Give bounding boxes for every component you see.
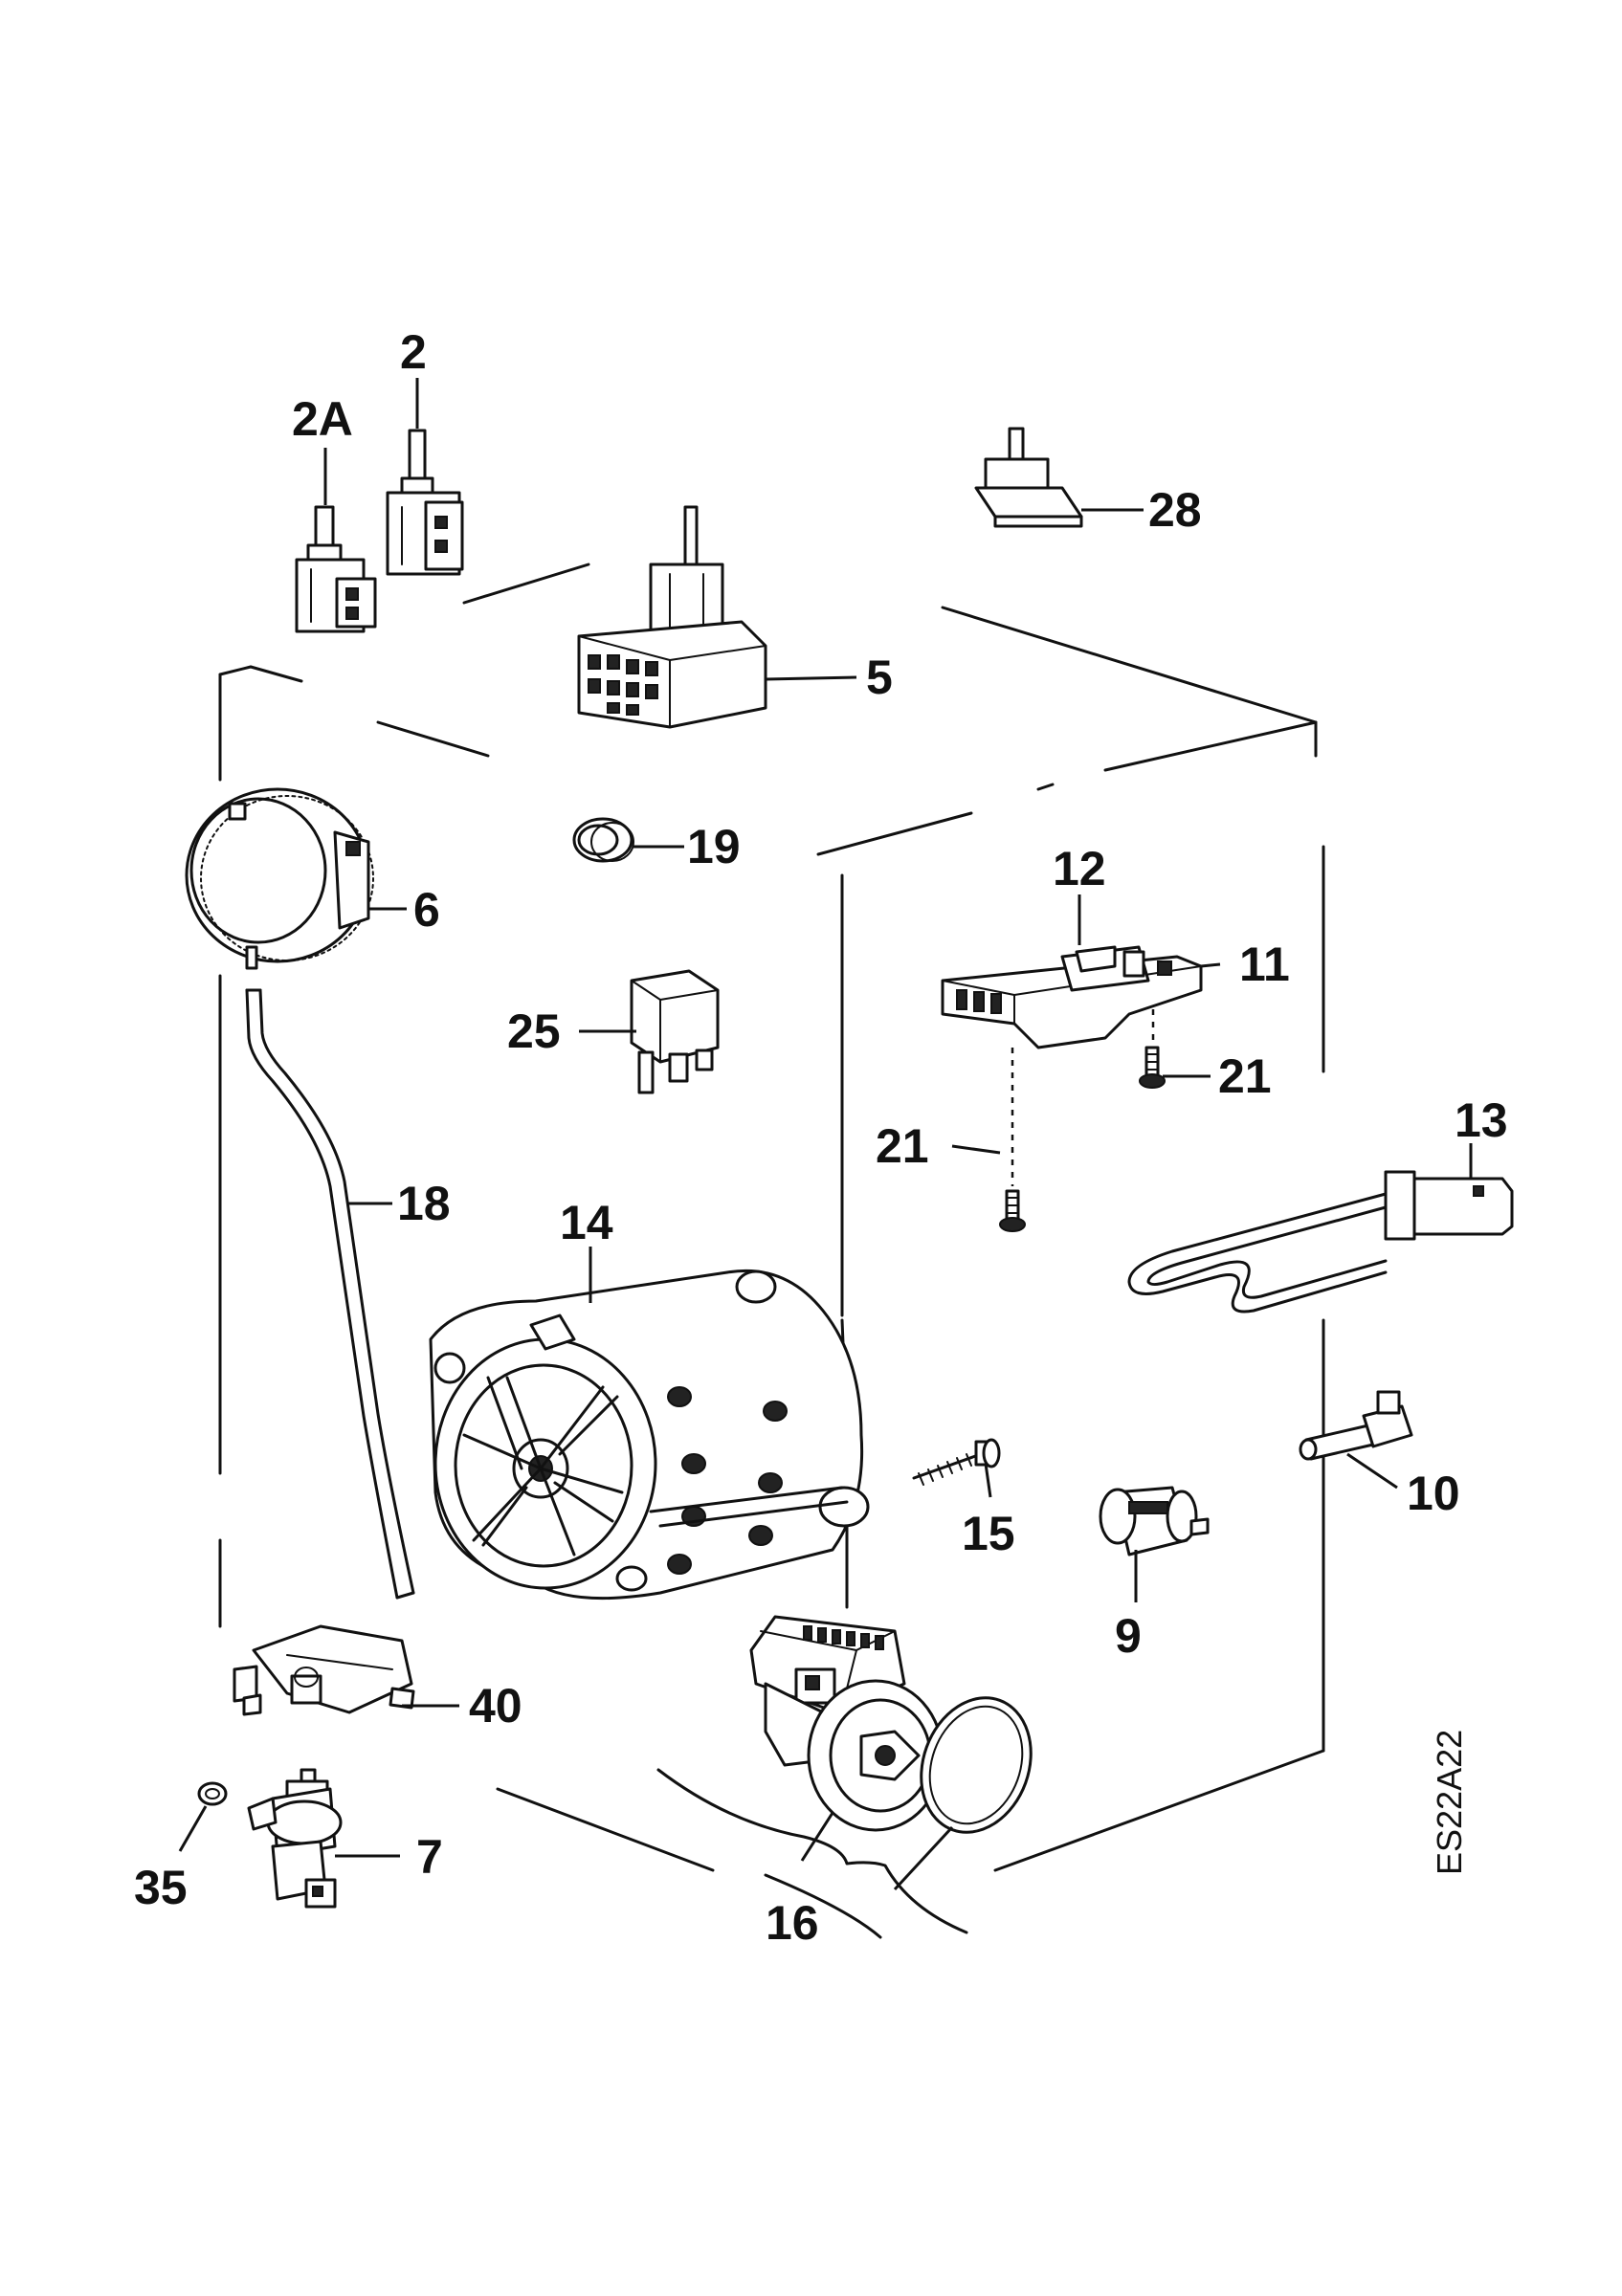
pump-seal-16-part bbox=[920, 1696, 1033, 1834]
callout-9: 9 bbox=[1115, 1609, 1142, 1663]
diagram-code: ES22A22 bbox=[1430, 1730, 1469, 1875]
leader-21-lower bbox=[951, 1144, 1001, 1155]
bracket-40-part bbox=[233, 1624, 415, 1716]
callout-25: 25 bbox=[507, 1004, 561, 1058]
callout-7: 7 bbox=[416, 1830, 443, 1884]
callout-35: 35 bbox=[134, 1861, 188, 1914]
selector-terminals bbox=[588, 654, 658, 716]
callout-21-upper: 21 bbox=[1218, 1049, 1272, 1103]
callout-28: 28 bbox=[1148, 483, 1202, 537]
leader-16-seal bbox=[893, 1825, 954, 1891]
fan-blades bbox=[462, 1376, 624, 1556]
door-lock-11-part bbox=[941, 945, 1203, 1049]
relay-25-part bbox=[630, 969, 720, 1094]
drain-pump-16-part bbox=[749, 1615, 944, 1832]
grommet-19-part bbox=[572, 817, 634, 863]
motor-14-part bbox=[429, 1269, 870, 1601]
leader-15 bbox=[984, 1463, 992, 1498]
valve-7-part bbox=[247, 1768, 343, 1909]
sensor-10-part bbox=[1299, 1390, 1413, 1461]
leader-5 bbox=[765, 675, 857, 681]
callout-5: 5 bbox=[866, 651, 893, 704]
callout-11: 11 bbox=[1239, 938, 1290, 991]
timer-28-part bbox=[974, 427, 1083, 528]
callout-40: 40 bbox=[469, 1679, 522, 1733]
callout-18: 18 bbox=[397, 1177, 451, 1230]
screw-21-upper-part bbox=[1139, 1009, 1166, 1089]
callout-12: 12 bbox=[1053, 842, 1106, 895]
heating-element-13-part bbox=[1127, 1170, 1514, 1314]
ring-35-part bbox=[197, 1781, 228, 1806]
screw-21-lower-part bbox=[999, 1048, 1026, 1232]
callout-2a: 2A bbox=[292, 392, 353, 446]
callout-19: 19 bbox=[687, 820, 741, 873]
programme-selector-5-part bbox=[577, 505, 767, 729]
callout-labels: 2 2A 28 5 19 6 12 11 25 21 21 13 18 14 1… bbox=[134, 325, 1508, 1950]
dial-6-part bbox=[185, 787, 374, 970]
callout-10: 10 bbox=[1407, 1467, 1460, 1520]
pump-connector-ribs bbox=[803, 1625, 884, 1650]
callout-2: 2 bbox=[400, 325, 427, 379]
leader-16-pump bbox=[800, 1812, 834, 1862]
callout-21-lower: 21 bbox=[876, 1119, 929, 1173]
callout-6: 6 bbox=[413, 883, 440, 937]
callout-15: 15 bbox=[962, 1507, 1015, 1560]
leader-10 bbox=[1346, 1452, 1398, 1490]
switch-2-part bbox=[386, 429, 464, 576]
hose-18-part bbox=[245, 988, 415, 1600]
capacitor-9-part bbox=[1099, 1486, 1210, 1556]
screw-15-part bbox=[912, 1438, 1001, 1486]
leader-11 bbox=[1200, 962, 1221, 968]
callout-16: 16 bbox=[766, 1896, 819, 1950]
switch-2a-part bbox=[295, 505, 377, 633]
leader-35 bbox=[178, 1805, 208, 1852]
callout-13: 13 bbox=[1455, 1093, 1508, 1147]
callout-14: 14 bbox=[560, 1196, 613, 1249]
